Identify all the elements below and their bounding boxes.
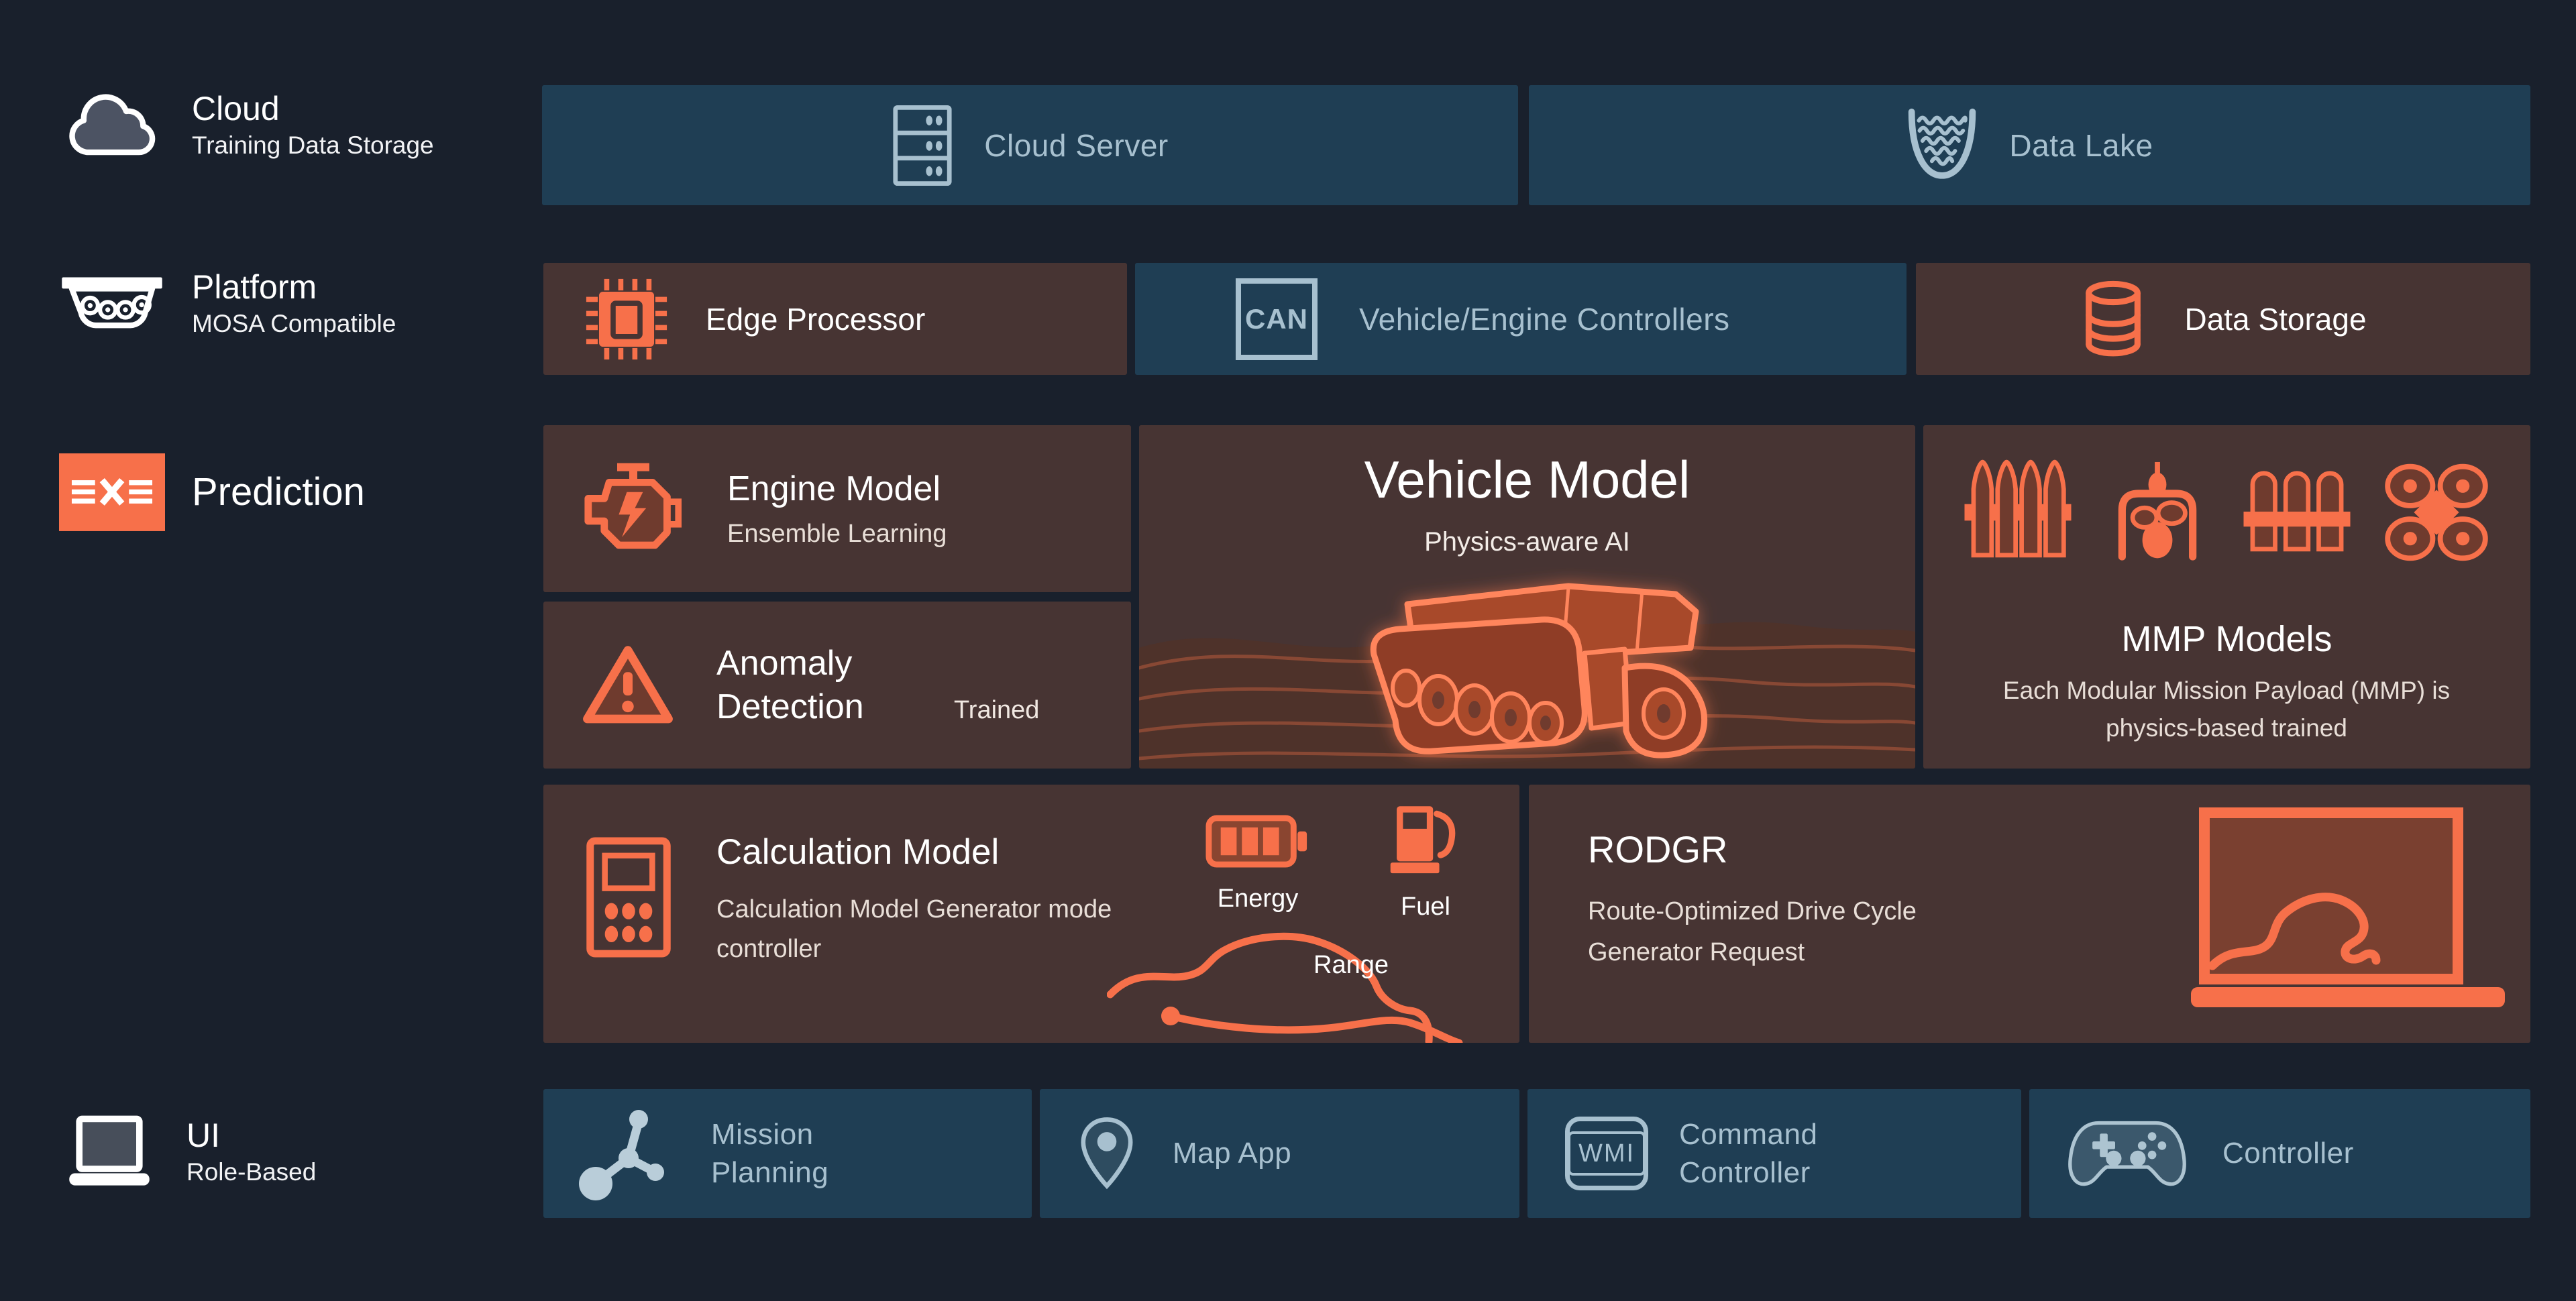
tile-edge-processor: Edge Processor bbox=[543, 263, 1127, 375]
tile-anomaly-detection: Anomaly Detection Trained bbox=[543, 602, 1131, 769]
vehicle-engine-controllers-label: Vehicle/Engine Controllers bbox=[1359, 301, 1730, 337]
tile-vehicle-model: Vehicle Model Physics-aware AI bbox=[1139, 425, 1915, 769]
rodgr-laptop-icon bbox=[2190, 805, 2512, 1019]
fuel-gauge: Fuel bbox=[1368, 802, 1483, 921]
drone-icon bbox=[2380, 456, 2493, 569]
mmp-icon-row bbox=[1923, 456, 2530, 569]
rodgr-subtitle: Route-Optimized Drive Cycle Generator Re… bbox=[1588, 897, 1917, 966]
can-badge: CAN bbox=[1236, 278, 1318, 360]
energy-label: Energy bbox=[1217, 885, 1299, 913]
data-lake-icon bbox=[1906, 107, 1978, 184]
battery-icon bbox=[1205, 810, 1311, 873]
mmp-models-subtitle: Each Modular Mission Payload (MMP) is ph… bbox=[2002, 677, 2451, 742]
calculation-model-subtitle: Calculation Model Generator mode control… bbox=[716, 895, 1112, 963]
tracked-platform-icon bbox=[59, 270, 165, 337]
tile-rodgr: RODGR Route-Optimized Drive Cycle Genera… bbox=[1529, 785, 2530, 1043]
range-route-icon bbox=[1107, 915, 1519, 1043]
mission-planning-icon bbox=[578, 1103, 679, 1204]
cloud-server-label: Cloud Server bbox=[984, 127, 1169, 163]
range-label: Range bbox=[1313, 951, 1389, 979]
sidebar-item-ui: UI Role-Based bbox=[59, 1115, 316, 1190]
rodgr-title: RODGR bbox=[1588, 828, 1728, 870]
command-controller-label: Command Controller bbox=[1679, 1117, 1818, 1189]
sidebar-ui-subtitle: Role-Based bbox=[186, 1158, 317, 1186]
sidebar-prediction-title: Prediction bbox=[192, 469, 365, 514]
sidebar-cloud-subtitle: Training Data Storage bbox=[192, 131, 434, 159]
wmi-badge: WMI bbox=[1565, 1117, 1648, 1190]
tile-command-controller: WMI Command Controller bbox=[1527, 1089, 2021, 1218]
warning-triangle-icon bbox=[581, 642, 675, 728]
tile-engine-model: Engine Model Ensemble Learning bbox=[543, 425, 1131, 592]
cloud-icon bbox=[59, 89, 165, 162]
sidebar-item-cloud: Cloud Training Data Storage bbox=[59, 89, 434, 162]
fuel-label: Fuel bbox=[1401, 893, 1450, 921]
turret-icon bbox=[2101, 456, 2214, 569]
anomaly-detection-tag: Trained bbox=[954, 695, 1040, 724]
tile-data-storage: Data Storage bbox=[1916, 263, 2530, 375]
rodgr-text: RODGR Route-Optimized Drive Cycle Genera… bbox=[1588, 828, 2004, 973]
tile-data-lake: Data Lake bbox=[1529, 85, 2530, 205]
tile-cloud-server: Cloud Server bbox=[542, 85, 1518, 205]
engine-icon bbox=[577, 459, 690, 559]
sidebar-item-platform: Platform MOSA Compatible bbox=[59, 267, 396, 340]
tile-controller: Controller bbox=[2029, 1089, 2530, 1218]
tile-map-app: Map App bbox=[1040, 1089, 1519, 1218]
mission-planning-label: Mission Planning bbox=[711, 1117, 829, 1189]
engine-model-title: Engine Model bbox=[727, 469, 941, 508]
gamepad-icon bbox=[2067, 1114, 2188, 1193]
tracked-vehicle-illustration bbox=[1139, 567, 1915, 769]
fuel-pump-icon bbox=[1388, 802, 1463, 881]
controller-label: Controller bbox=[2222, 1137, 2354, 1170]
server-rack-icon bbox=[892, 105, 953, 186]
anomaly-detection-title: Anomaly Detection bbox=[716, 643, 864, 726]
calculation-model-title: Calculation Model bbox=[716, 832, 1000, 872]
vehicle-model-title: Vehicle Model bbox=[1364, 450, 1690, 509]
wmi-badge-label: WMI bbox=[1567, 1131, 1646, 1176]
cpu-chip-icon bbox=[585, 278, 668, 361]
missiles-icon bbox=[2241, 456, 2353, 569]
data-lake-label: Data Lake bbox=[2009, 127, 2153, 163]
mmp-models-title: MMP Models bbox=[2121, 619, 2332, 659]
sidebar-platform-title: Platform bbox=[192, 268, 317, 306]
sidebar-ui-title: UI bbox=[186, 1117, 220, 1155]
edge-processor-label: Edge Processor bbox=[706, 301, 926, 337]
database-icon bbox=[2080, 280, 2147, 359]
calculator-icon bbox=[584, 832, 674, 963]
energy-gauge: Energy bbox=[1187, 810, 1328, 913]
engine-model-subtitle: Ensemble Learning bbox=[727, 520, 947, 548]
map-app-label: Map App bbox=[1173, 1137, 1292, 1170]
map-pin-icon bbox=[1077, 1116, 1136, 1191]
data-storage-label: Data Storage bbox=[2184, 301, 2367, 337]
tile-vehicle-engine-controllers: CAN Vehicle/Engine Controllers bbox=[1135, 263, 1907, 375]
vehicle-model-subtitle: Physics-aware AI bbox=[1424, 527, 1630, 557]
sidebar-item-prediction: Prediction bbox=[59, 453, 365, 531]
ammo-icon bbox=[1962, 456, 2074, 569]
calculation-model-content: Calculation Model Calculation Model Gene… bbox=[584, 832, 1132, 969]
tile-mission-planning: Mission Planning bbox=[543, 1089, 1032, 1218]
laptop-icon bbox=[59, 1115, 160, 1190]
sidebar-platform-subtitle: MOSA Compatible bbox=[192, 310, 396, 337]
sidebar-cloud-title: Cloud bbox=[192, 90, 280, 127]
tile-calculation-model: Calculation Model Calculation Model Gene… bbox=[543, 785, 1519, 1043]
exe-icon bbox=[59, 453, 165, 531]
tile-mmp-models: MMP Models Each Modular Mission Payload … bbox=[1923, 425, 2530, 769]
